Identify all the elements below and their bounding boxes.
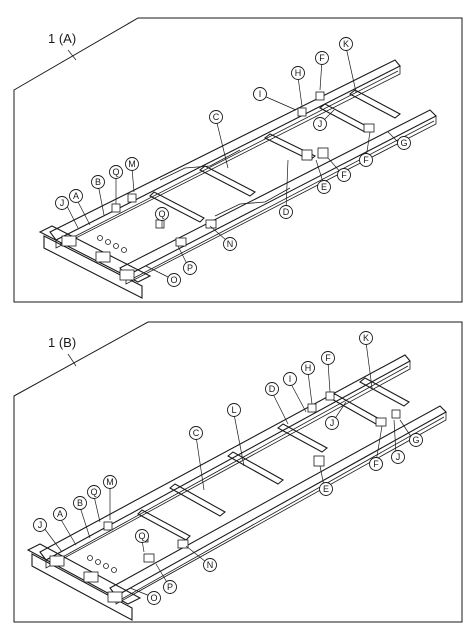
callout-label: I (283, 372, 307, 413)
callout-label: G (399, 419, 423, 447)
callout-label: Q (135, 529, 149, 553)
callout-text: P (187, 263, 193, 273)
callout-text: A (57, 509, 63, 519)
callout-label: Q (155, 207, 169, 228)
callout-label: G (387, 131, 411, 150)
callout-label: P (155, 563, 177, 594)
callout-text: F (341, 170, 347, 180)
callout-label: Q (109, 165, 123, 204)
panel-a-title: 1 (A) (48, 31, 76, 46)
callout-label: L (227, 403, 245, 467)
callout-label: F (359, 131, 373, 167)
callout-label: N (209, 225, 237, 251)
callout-label: J (313, 109, 335, 131)
chassis-frame-b (26, 354, 447, 621)
callout-text: M (106, 477, 114, 487)
callouts-b: A B C D E (33, 331, 423, 605)
panel-a-border (13, 17, 463, 303)
callout-text: J (396, 452, 401, 462)
callout-label: A (53, 507, 77, 546)
chassis-frame-a (38, 59, 437, 299)
callout-text: I (259, 89, 262, 99)
callout-label: J (391, 419, 405, 464)
callout-label: J (325, 401, 347, 430)
callout-text: G (412, 435, 419, 445)
callout-label: E (315, 159, 331, 194)
callout-label: O (145, 265, 181, 287)
panel-b-border (13, 321, 463, 623)
callout-text: H (305, 363, 312, 373)
panel-b-title: 1 (B) (48, 335, 76, 350)
callout-label: E (319, 465, 333, 496)
callout-text: O (170, 275, 177, 285)
callout-label: H (301, 361, 315, 405)
callout-label: J (55, 196, 79, 229)
callout-label: N (185, 545, 217, 572)
callout-label: K (359, 331, 373, 389)
callout-text: E (321, 182, 327, 192)
callout-text: Q (90, 487, 97, 497)
callout-text: G (400, 138, 407, 148)
callout-label: F (321, 351, 335, 393)
callout-text: J (38, 520, 43, 530)
callout-label: D (265, 382, 289, 425)
callout-label: F (315, 51, 329, 91)
callout-label: O (129, 587, 161, 605)
callout-text: B (95, 177, 101, 187)
callout-text: N (207, 560, 214, 570)
callout-text: E (323, 484, 329, 494)
callout-text: J (60, 198, 65, 208)
panel-a-title-leader (67, 49, 77, 61)
callout-label: B (91, 175, 105, 216)
panel-a: 1 (A) (13, 17, 463, 303)
callout-text: I (289, 374, 292, 384)
callout-text: O (150, 593, 157, 603)
callout-text: D (283, 207, 290, 217)
callout-label: K (339, 37, 357, 93)
callout-label: A (69, 189, 91, 226)
callout-label: B (73, 496, 91, 539)
callout-text: Q (138, 531, 145, 541)
callout-text: F (325, 353, 331, 363)
callout-label: J (33, 518, 63, 553)
callout-text: K (343, 39, 349, 49)
callout-label: M (125, 157, 139, 193)
callout-text: B (77, 498, 83, 508)
callout-label: F (327, 157, 351, 182)
callout-label: Q (87, 485, 101, 523)
callout-text: Q (158, 209, 165, 219)
callout-text: L (231, 405, 236, 415)
callout-label: H (291, 66, 305, 107)
callout-text: J (330, 418, 335, 428)
panel-b: 1 (B) (13, 321, 463, 623)
callout-label: C (209, 110, 229, 169)
callout-label: M (103, 475, 117, 520)
callout-text: Q (112, 167, 119, 177)
callout-text: F (363, 155, 369, 165)
callout-text: A (73, 191, 79, 201)
callout-text: M (128, 159, 136, 169)
callout-text: C (213, 112, 220, 122)
callout-text: K (363, 333, 369, 343)
callout-text: H (295, 68, 302, 78)
callout-label: C (189, 426, 205, 491)
callout-text: N (227, 239, 234, 249)
callout-text: J (318, 119, 323, 129)
callout-label: P (177, 245, 197, 275)
callout-text: C (193, 428, 200, 438)
callout-text: D (269, 384, 276, 394)
callout-label: D (279, 159, 293, 219)
callouts-a: A B C D E (55, 37, 411, 287)
callout-label: I (253, 87, 297, 111)
callout-text: F (373, 459, 379, 469)
callout-label: F (369, 425, 383, 471)
callout-text: F (319, 53, 325, 63)
callout-text: P (167, 582, 173, 592)
